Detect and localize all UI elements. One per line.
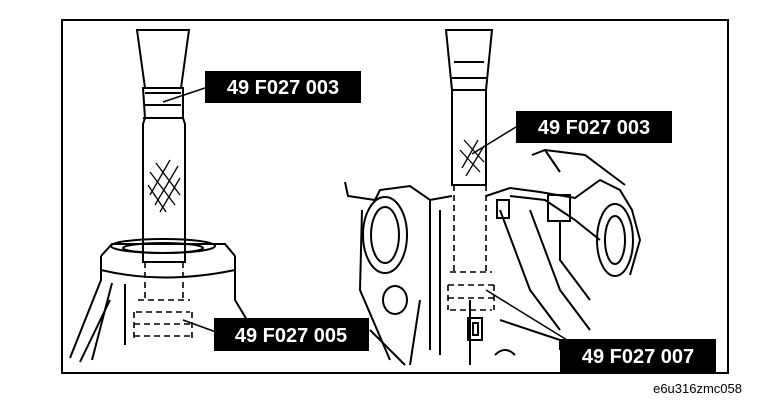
label-left-tool-upper: 49 F027 003 xyxy=(227,77,339,99)
figure-reference-code: e6u316zmc058 xyxy=(653,381,742,396)
label-right-tool-upper: 49 F027 003 xyxy=(538,117,650,139)
left-assembly xyxy=(69,29,263,363)
callout-right-upper: 49 F027 003 xyxy=(516,111,672,143)
figure-frame xyxy=(61,19,729,374)
callout-left-upper: 49 F027 003 xyxy=(205,71,361,103)
callout-right-lower: 49 F027 007 xyxy=(560,339,716,372)
callout-left-lower: 49 F027 005 xyxy=(214,318,369,351)
label-left-tool-lower: 49 F027 005 xyxy=(235,325,347,347)
right-assembly xyxy=(344,29,642,366)
label-right-tool-lower: 49 F027 007 xyxy=(582,346,694,368)
